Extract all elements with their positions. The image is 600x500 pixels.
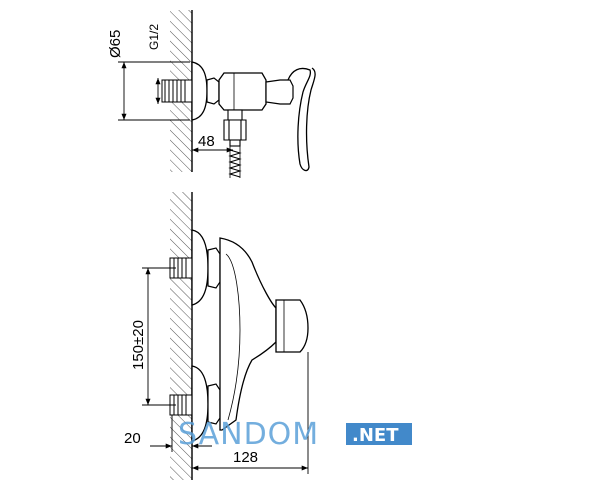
dimension-thread: G1/2 [147,24,161,104]
dimension-center-distance: 150±20 [130,267,176,406]
watermark-logo: SANDOM .NET [178,417,412,452]
escutcheon-top [191,61,208,121]
watermark-brand: SANDOM [178,417,319,452]
thread-inlet-top [161,79,193,103]
outlet-fitting-top [223,109,247,147]
diameter-label: Ø65 [107,30,124,58]
thread-inlet-upper [169,257,193,279]
cartridge-housing-top [265,79,294,105]
center-distance-label: 150±20 [130,320,147,370]
watermark-badge [346,423,412,445]
nut-upper [207,247,221,289]
thread-inlet-lower [169,394,193,416]
dimension-wall-offset: 20 [124,415,212,452]
faucet-body-front [219,237,277,431]
cartridge-knob-front [275,299,309,353]
bottom-view: 150±20 20 128 [124,192,309,480]
thread-label: G1/2 [147,24,161,50]
top-view: Ø65 G1/2 48 [107,10,316,178]
wall-offset-label: 20 [124,430,141,447]
depth-label: 128 [233,449,258,466]
faucet-body-top [218,72,267,111]
escutcheon-upper [191,229,209,306]
outlet-offset-label: 48 [198,133,215,150]
hose-coil-top [228,149,242,178]
lever-handle-top [287,67,316,172]
watermark-tld: .NET [352,425,399,446]
dimension-outlet-offset: 48 [192,133,233,153]
dimension-diameter: Ø65 [107,30,190,121]
dimension-depth: 128 [192,352,309,474]
eccentric-nut-top [206,77,220,105]
